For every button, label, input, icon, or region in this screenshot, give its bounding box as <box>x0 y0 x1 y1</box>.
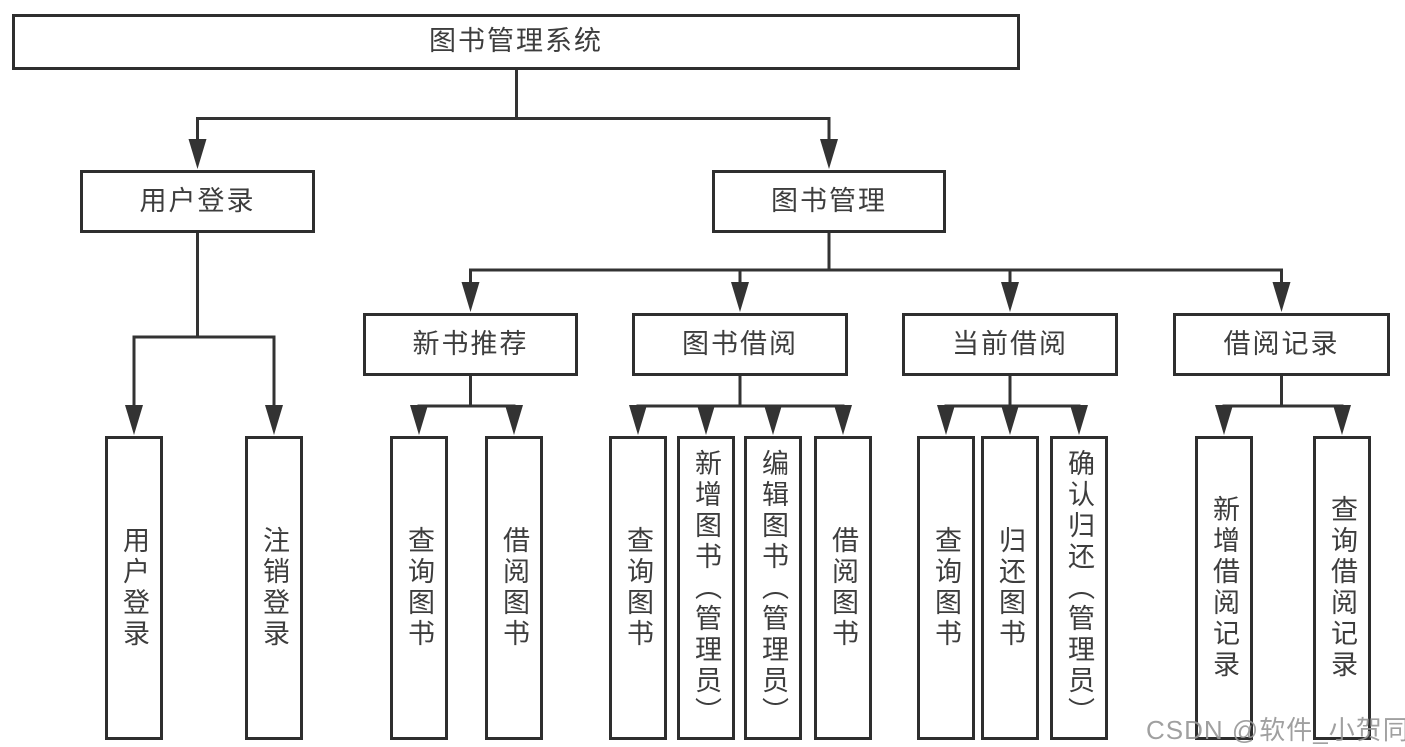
node-root: 图书管理系统 <box>12 14 1020 70</box>
leaf-current-return-books: 归还图书 <box>981 436 1039 740</box>
leaf-borrow-query-books: 查询图书 <box>609 436 667 740</box>
csdn-watermark: CSDN @软件_小贺同学 <box>1146 715 1405 745</box>
leaf-newbook-query-books: 查询图书 <box>390 436 448 740</box>
leaf-current-query-books: 查询图书 <box>917 436 975 740</box>
node-borrow-records: 借阅记录 <box>1173 313 1390 376</box>
leaf-user-login: 用户登录 <box>105 436 163 740</box>
node-new-book-recommend: 新书推荐 <box>363 313 578 376</box>
node-book-management: 图书管理 <box>712 170 946 233</box>
connector-root <box>188 70 838 169</box>
leaf-newbook-borrow-books: 借阅图书 <box>485 436 543 740</box>
connector-borrow-records <box>1215 376 1351 435</box>
node-user-login: 用户登录 <box>80 170 315 233</box>
connector-book-management <box>461 233 1291 312</box>
leaf-records-query-record: 查询借阅记录 <box>1313 436 1371 740</box>
leaf-current-confirm-return-admin: 确认归还（管理员） <box>1050 436 1108 740</box>
leaf-records-add-record: 新增借阅记录 <box>1195 436 1253 740</box>
connector-book-borrow <box>629 376 852 435</box>
node-book-borrow: 图书借阅 <box>632 313 848 376</box>
node-current-borrow: 当前借阅 <box>902 313 1118 376</box>
leaf-borrow-borrow-books: 借阅图书 <box>814 436 872 740</box>
connector-current-borrow <box>937 376 1088 435</box>
leaf-borrow-add-books-admin: 新增图书（管理员） <box>677 436 735 740</box>
connector-new-book-recommend <box>410 376 523 435</box>
connector-user-login <box>125 233 283 435</box>
leaf-logout: 注销登录 <box>245 436 303 740</box>
leaf-borrow-edit-books-admin: 编辑图书（管理员） <box>744 436 802 740</box>
